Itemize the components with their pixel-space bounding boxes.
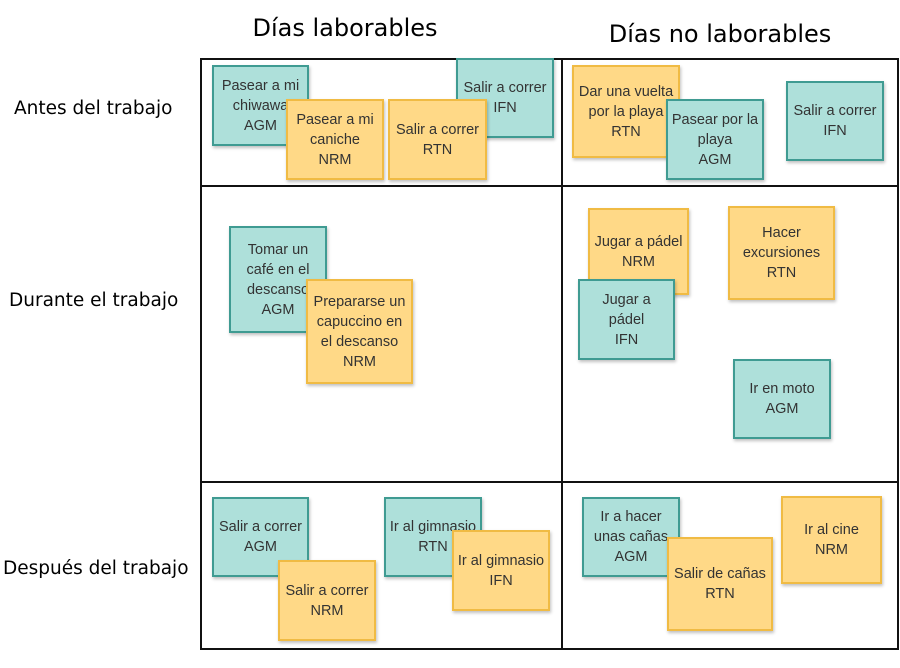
column-header-workdays: Días laborables — [252, 14, 438, 42]
sticky-note-line: Salir a correr — [219, 519, 302, 535]
sticky-note-line: Jugar a — [602, 291, 651, 308]
sticky-note-line: Dar una vuelta — [578, 83, 674, 100]
sticky-note-line: Salir a correr — [463, 80, 547, 96]
sticky-note-line: RTN — [705, 586, 735, 602]
sticky-note-line: NRM — [310, 602, 344, 619]
sticky-note-line: descanso — [246, 281, 310, 298]
sticky-note-line: pádel — [608, 311, 645, 328]
sticky-note-line: NRM — [621, 253, 656, 270]
sticky-note-line: Tomar un — [247, 241, 309, 258]
column-header-nonworkdays: Días no laborables — [608, 20, 832, 48]
sticky-note-line: IFN — [614, 331, 639, 348]
grid-line-after-during — [200, 481, 899, 483]
sticky-note-line: RTN — [611, 123, 641, 140]
sticky-note-line: RTN — [766, 265, 797, 281]
sticky-note-line: Salir a correr — [793, 103, 877, 119]
sticky-note-line: AGM — [698, 151, 732, 168]
sticky-note-line: capuccino en — [316, 313, 403, 330]
row-header-after-work: Después del trabajo — [3, 558, 189, 579]
grid-line-after-before — [200, 185, 899, 187]
sticky-note-line: playa — [697, 131, 733, 148]
sticky-note-line: Ir al gimnasio — [457, 552, 545, 569]
sticky-note-line: Ir en moto — [749, 381, 815, 397]
sticky-note-line: NRM — [342, 353, 377, 370]
row-header-before-work: Antes del trabajo — [14, 98, 173, 119]
sticky-note-line: NRM — [318, 151, 352, 168]
sticky-note-line: Pasear por la — [671, 111, 759, 128]
sticky-note-line: Salir de cañas — [674, 566, 766, 582]
sticky-note-line: IFN — [493, 100, 517, 116]
sticky-note-line: el descanso — [320, 333, 399, 350]
sticky-note-line: caniche — [310, 131, 360, 148]
sticky-note-line: Ir al cine — [804, 522, 859, 538]
sticky-note-line: Pasear a mi — [296, 111, 374, 128]
sticky-note-line: excursiones — [742, 245, 821, 261]
grid-middle-line — [561, 58, 563, 650]
sticky-note-line: Ir a hacer — [600, 509, 662, 525]
sticky-note-line: café en el — [246, 261, 310, 278]
sticky-note-line: chiwawa — [232, 97, 289, 114]
sticky-note-line: IFN — [489, 572, 513, 589]
sticky-note-line: NRM — [814, 542, 849, 558]
sticky-note-line: AGM — [261, 301, 295, 318]
sticky-note-line: Prepararse un — [313, 293, 406, 310]
sticky-note-line: AGM — [765, 401, 799, 417]
sticky-note-line: IFN — [823, 123, 847, 139]
grid-left-line — [200, 58, 202, 650]
sticky-note-line: unas cañas — [593, 529, 669, 545]
grid-right-line — [897, 58, 899, 650]
sticky-note-line: RTN — [422, 141, 453, 158]
sticky-note-line: Salir a correr — [396, 121, 479, 138]
sticky-note-line: AGM — [614, 549, 648, 565]
sticky-note-line: Jugar a pádel — [594, 233, 683, 250]
sticky-note-line: Salir a correr — [285, 582, 369, 599]
sticky-note-line: Pasear a mi — [221, 77, 300, 94]
sticky-note-line: Hacer — [762, 225, 801, 241]
sticky-note-line: por la playa — [588, 103, 664, 120]
grid-bottom-line — [200, 648, 899, 650]
sticky-note-line: RTN — [418, 539, 448, 555]
sticky-note-line: AGM — [243, 117, 278, 134]
sticky-note-line: AGM — [243, 539, 278, 555]
row-header-during-work: Durante el trabajo — [9, 290, 179, 311]
